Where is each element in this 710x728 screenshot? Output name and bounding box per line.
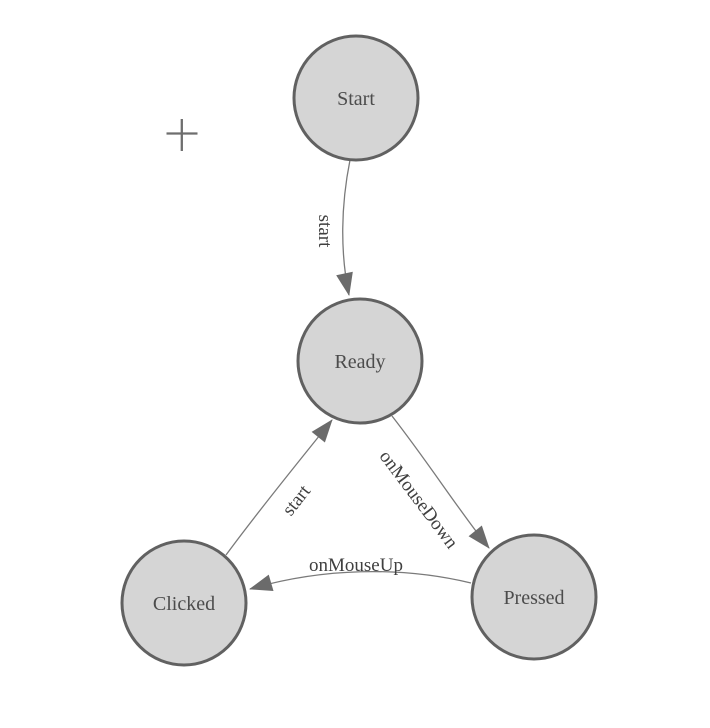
state-label-clicked: Clicked xyxy=(153,593,215,615)
state-label-ready: Ready xyxy=(334,351,385,373)
state-node-pressed[interactable]: Pressed xyxy=(470,533,598,661)
edge-pressed-to-clicked[interactable] xyxy=(249,570,472,592)
edges-layer xyxy=(225,159,490,592)
edge-start-to-ready[interactable] xyxy=(336,159,353,296)
edge-clicked-to-ready[interactable] xyxy=(225,419,333,556)
state-circle-clicked[interactable] xyxy=(120,539,248,667)
edge-label-pressed-to-clicked: onMouseUp xyxy=(309,555,403,576)
edge-label-ready-to-pressed: onMouseDown xyxy=(375,447,463,554)
crosshair-icon xyxy=(166,119,198,151)
state-label-start: Start xyxy=(337,88,375,110)
state-circle-ready[interactable] xyxy=(296,297,424,425)
state-node-clicked[interactable]: Clicked xyxy=(120,539,248,667)
edge-label-clicked-to-ready: start xyxy=(278,481,315,520)
nodes-layer: Start Ready Clicked Pressed xyxy=(120,34,598,667)
state-node-ready[interactable]: Ready xyxy=(296,297,424,425)
edge-label-start-to-ready: start xyxy=(314,215,335,248)
state-circle-start[interactable] xyxy=(292,34,420,162)
state-circle-pressed[interactable] xyxy=(470,533,598,661)
edge-ready-to-pressed[interactable] xyxy=(391,415,490,549)
state-node-start[interactable]: Start xyxy=(292,34,420,162)
state-label-pressed: Pressed xyxy=(503,587,564,609)
